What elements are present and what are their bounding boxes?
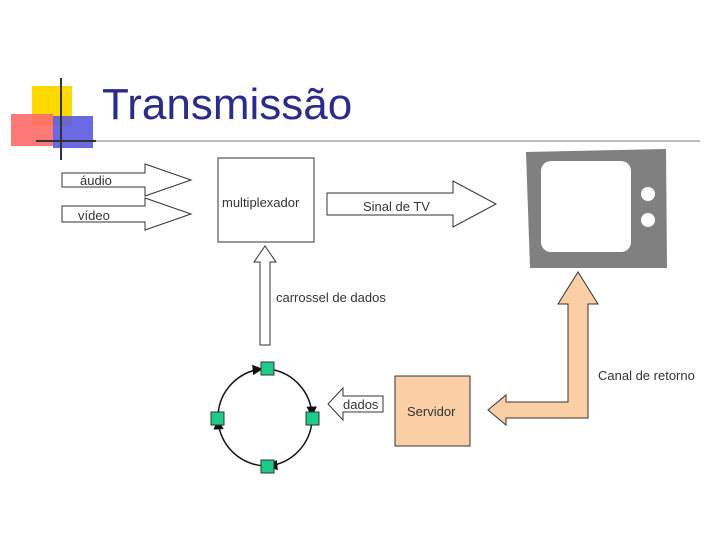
data-label: dados bbox=[343, 397, 379, 412]
carousel-node-left bbox=[210, 411, 225, 426]
carousel-ring bbox=[213, 364, 317, 471]
return-channel-arrow bbox=[487, 271, 599, 427]
television-icon bbox=[526, 149, 667, 268]
carousel-node-bottom bbox=[260, 459, 275, 474]
data-arrow bbox=[327, 386, 384, 422]
multiplexer-label: multiplexador bbox=[222, 195, 300, 210]
carousel-node-right bbox=[305, 411, 320, 426]
carousel-node-top bbox=[260, 361, 275, 376]
page-title: Transmissão bbox=[102, 80, 353, 129]
video-label: vídeo bbox=[78, 208, 110, 223]
tv-signal-arrow bbox=[326, 180, 498, 228]
multiplexer-box bbox=[217, 157, 315, 243]
audio-arrow bbox=[61, 163, 193, 197]
logo-blue-square bbox=[53, 116, 93, 148]
carousel-up-arrow bbox=[253, 245, 277, 346]
audio-label: áudio bbox=[80, 173, 112, 188]
return-channel-label: Canal de retorno bbox=[598, 368, 695, 383]
server-box bbox=[394, 375, 471, 447]
tv-signal-label: Sinal de TV bbox=[363, 199, 430, 214]
carousel-label: carrossel de dados bbox=[276, 290, 386, 305]
video-arrow bbox=[61, 197, 193, 231]
server-label: Servidor bbox=[407, 404, 456, 419]
